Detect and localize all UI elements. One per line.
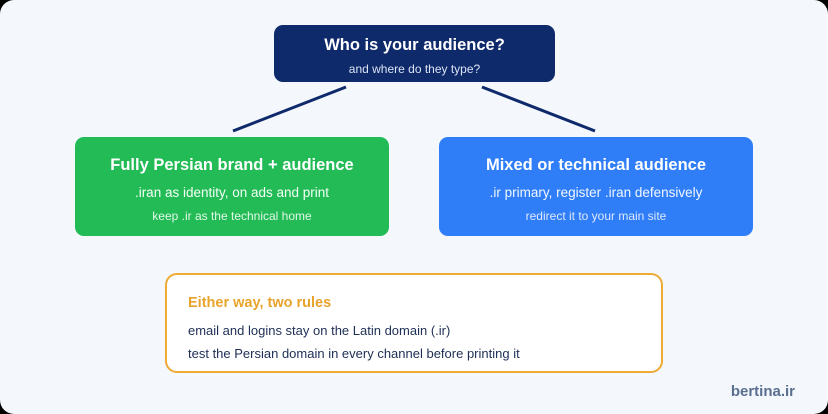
connector-to-mixed-branch xyxy=(481,85,596,133)
connector-to-persian-branch xyxy=(232,85,347,133)
persian-audience-box: Fully Persian brand + audience .iran as … xyxy=(75,137,389,236)
mixed-audience-box: Mixed or technical audience .ir primary,… xyxy=(439,137,753,236)
rule-item: email and logins stay on the Latin domai… xyxy=(188,323,451,338)
root-subtitle: and where do they type? xyxy=(348,62,481,76)
rule-item: test the Persian domain in every channel… xyxy=(188,346,520,361)
root-title: Who is your audience? xyxy=(324,36,505,54)
mixed-audience-line1: .ir primary, register .iran defensively xyxy=(489,185,703,200)
root-question-box: Who is your audience? and where do they … xyxy=(274,25,555,82)
mixed-audience-line2: redirect it to your main site xyxy=(525,209,667,223)
persian-audience-title: Fully Persian brand + audience xyxy=(110,156,354,174)
brand-watermark: bertina.ir xyxy=(730,383,795,400)
persian-audience-line2: keep .ir as the technical home xyxy=(152,209,312,223)
rules-heading: Either way, two rules xyxy=(188,295,332,311)
mixed-audience-title: Mixed or technical audience xyxy=(485,156,707,174)
rules-box: Either way, two rules email and logins s… xyxy=(165,273,663,373)
persian-audience-line1: .iran as identity, on ads and print xyxy=(134,185,330,200)
